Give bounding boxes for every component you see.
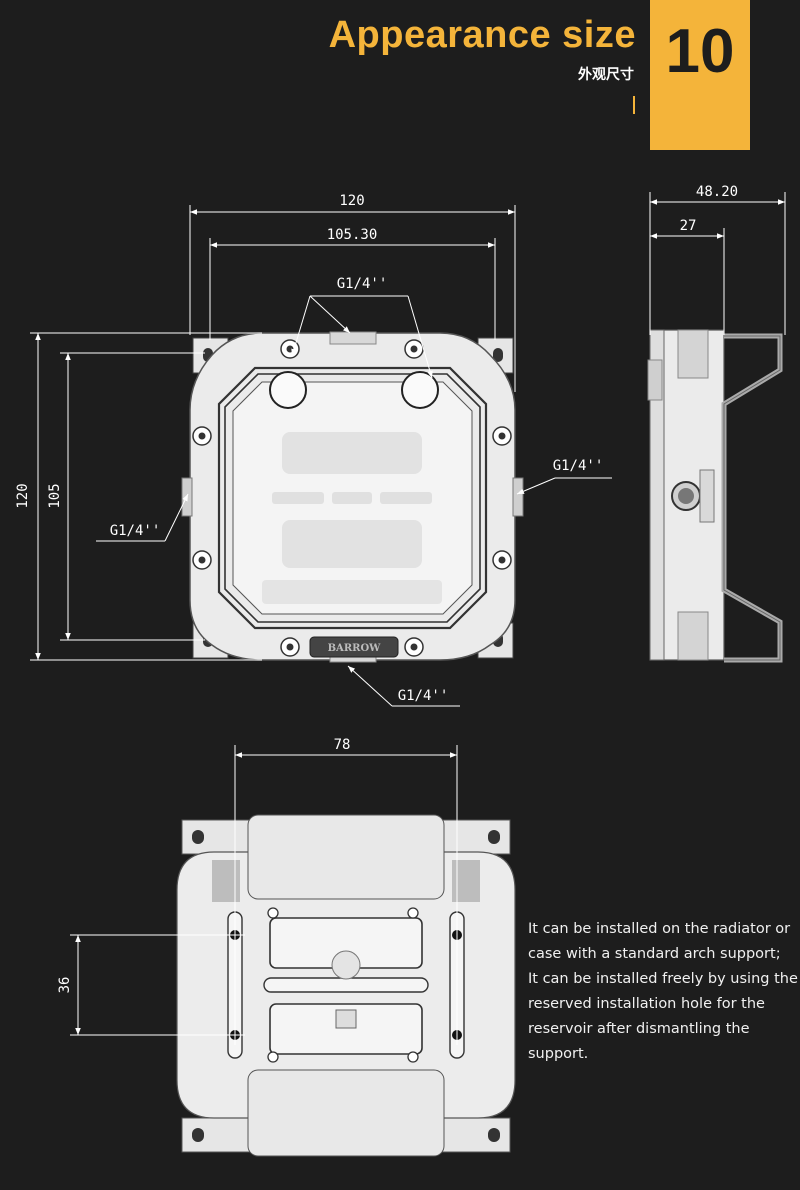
dim-depth-48-20: 48.20 [696, 184, 738, 200]
description-line-1: It can be installed on the radiator or c… [528, 921, 791, 962]
logo-text: BARROW [328, 643, 382, 654]
label-port-top: G1/4'' [337, 276, 388, 292]
label-port-left: G1/4'' [110, 523, 161, 539]
dim-width-120: 120 [339, 193, 364, 209]
dim-height-120: 120 [15, 483, 31, 508]
top-view [181, 331, 524, 663]
page-title: Appearance size [328, 14, 636, 56]
section-number-box: 10 [650, 0, 750, 150]
side-view-dimensions [649, 192, 786, 335]
page-subtitle: 外观尺寸 [578, 67, 634, 83]
top-view-dimensions [30, 205, 612, 707]
side-view [647, 329, 783, 663]
dim-hole-spacing-78: 78 [334, 737, 351, 753]
dim-depth-27: 27 [680, 218, 697, 234]
label-port-bottom: G1/4'' [398, 688, 449, 704]
dim-height-105: 105 [47, 483, 63, 508]
bottom-view-dimensions [70, 745, 458, 1045]
bottom-view [176, 814, 516, 1157]
label-port-right: G1/4'' [553, 458, 604, 474]
section-number: 10 [665, 17, 735, 86]
accent-bar [633, 96, 635, 114]
dim-width-105-30: 105.30 [327, 227, 378, 243]
dim-hole-spacing-36: 36 [57, 977, 73, 994]
description-line-2: It can be installed freely by using the … [528, 971, 798, 1062]
installation-description: It can be installed on the radiator or c… [528, 917, 800, 1067]
